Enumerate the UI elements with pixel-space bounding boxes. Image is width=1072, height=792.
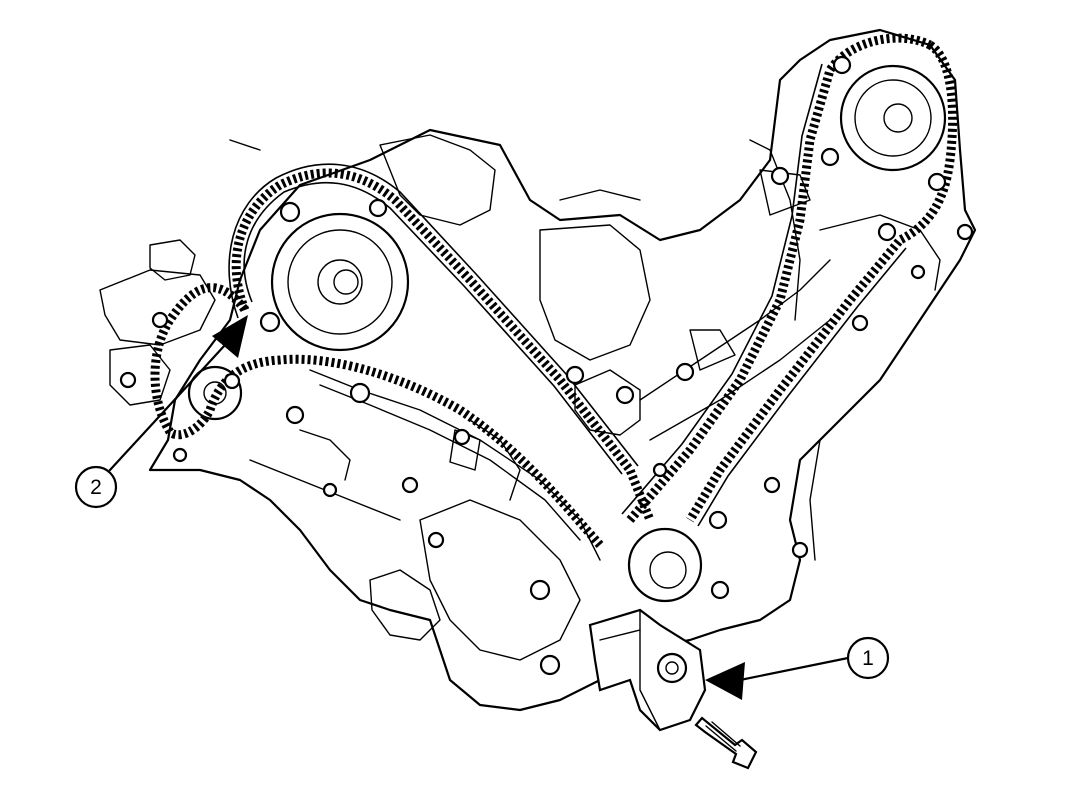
right-cam-sprocket: [839, 64, 947, 172]
callout-2: 2: [74, 465, 118, 509]
tensioner-bolt: [694, 716, 758, 770]
callout-1: 1: [846, 636, 890, 680]
crank-sprocket: [627, 527, 703, 603]
chain-tensioner: [588, 608, 707, 732]
right-timing-chain: [621, 33, 958, 527]
callout-2-leader: [108, 315, 248, 472]
callout-1-leader: [705, 656, 850, 700]
callout-1-label: 1: [862, 647, 874, 670]
callout-2-label: 2: [90, 476, 102, 499]
left-cam-sprocket: [270, 212, 410, 352]
bolts: [119, 55, 974, 676]
